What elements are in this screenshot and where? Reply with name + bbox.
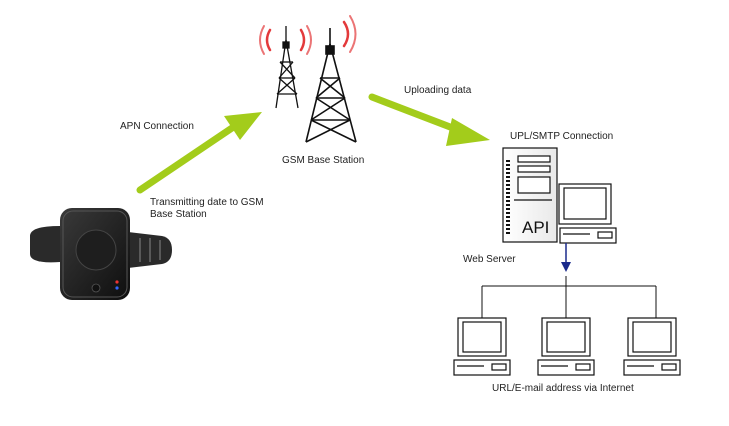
gsm-tower-icon	[275, 26, 357, 143]
transmitting-label-line1: Transmitting date to GSM	[150, 197, 264, 208]
arrow-uploading	[368, 93, 490, 146]
transmitting-label-line2: Base Station	[150, 209, 207, 220]
client-computer-icon	[623, 317, 681, 376]
arrow-apn	[136, 112, 262, 194]
url-email-label: URL/E-mail address via Internet	[492, 383, 634, 394]
wrist-tracker-device-icon	[30, 208, 172, 300]
uploading-data-label: Uploading data	[404, 85, 472, 96]
web-server-label: Web Server	[463, 254, 516, 265]
client-computer-icon	[453, 317, 511, 376]
web-server-icon	[502, 147, 558, 243]
monitor-icon	[558, 183, 617, 244]
network-lines	[481, 276, 657, 318]
apn-connection-label: APN Connection	[120, 121, 194, 132]
signal-waves-icon	[259, 15, 357, 55]
upl-smtp-connection-label: UPL/SMTP Connection	[510, 131, 614, 142]
api-label: API	[522, 218, 549, 237]
client-computer-icon	[537, 317, 595, 376]
gsm-base-station-label: GSM Base Station	[282, 155, 365, 166]
blue-arrow	[561, 243, 571, 272]
